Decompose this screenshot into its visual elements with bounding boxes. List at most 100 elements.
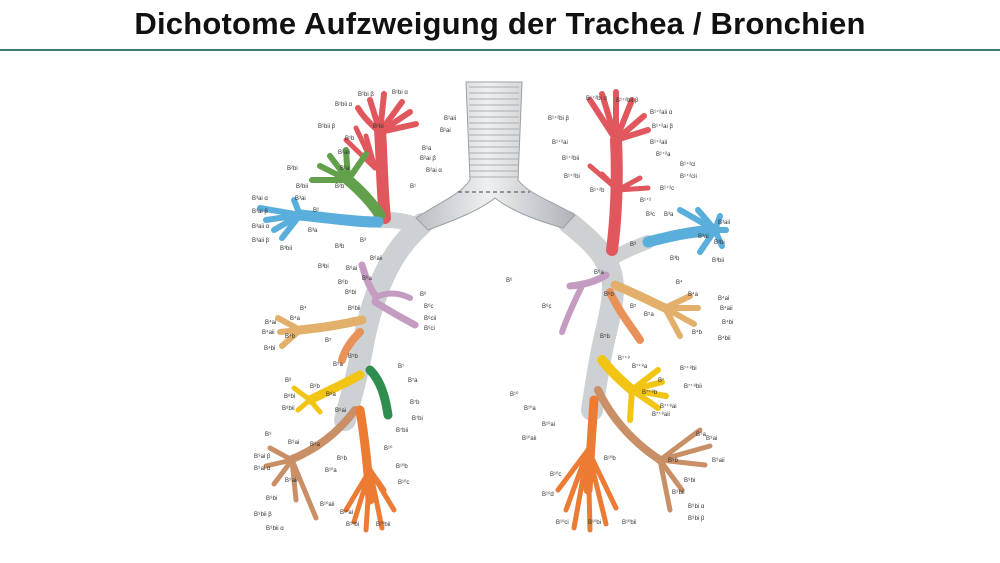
right-B10-branch-5 xyxy=(367,467,387,493)
left-B3-trunk xyxy=(642,224,721,248)
slide-title: Dichotome Aufzweigung der Trachea / Bron… xyxy=(134,6,866,41)
branch-label-l38: B⁷⁺⁸ xyxy=(618,355,630,362)
branch-label-r61: B⁹a xyxy=(310,441,321,448)
branch-label-l25: B⁶ xyxy=(506,277,513,284)
branch-label-r29: B⁶aii xyxy=(370,255,382,262)
branch-label-l39: B⁷⁺⁸a xyxy=(632,363,648,370)
branch-label-l40: B⁷⁺⁸bi xyxy=(680,365,697,372)
branch-label-l20: B³ xyxy=(630,242,636,248)
left-B9-trunk xyxy=(594,386,664,464)
branch-label-r6: B¹aii xyxy=(444,116,456,122)
branch-label-r41: B⁴ai xyxy=(265,319,276,326)
branch-label-r45: B⁵ xyxy=(325,337,332,344)
branch-label-l7: B¹⁺²aii xyxy=(650,139,667,146)
branch-label-r63: B⁹b xyxy=(337,455,348,462)
title-divider xyxy=(0,49,1000,51)
branch-label-l34: B⁵a xyxy=(644,311,654,318)
branch-label-l14: B¹⁺²b xyxy=(590,187,605,194)
branch-label-l59: B⁹bi α xyxy=(688,503,705,510)
branch-label-r8: B¹b xyxy=(345,136,355,142)
branch-label-r55: B⁷b xyxy=(410,399,420,406)
branch-label-l28: B⁴ xyxy=(676,279,683,286)
right-B9-branch-4 xyxy=(289,457,319,521)
right-B1-trunk xyxy=(374,124,391,224)
branch-label-r9: B¹a xyxy=(422,146,432,152)
right-B3-branch-4 xyxy=(279,212,303,241)
branch-label-l49: B¹⁰ai xyxy=(542,421,555,428)
branch-label-r27: B³ xyxy=(360,238,366,244)
branch-label-l19: B³ai xyxy=(698,234,709,240)
branch-label-r36: B⁶c xyxy=(424,303,433,310)
branch-label-r25: B³bii xyxy=(280,246,292,252)
branch-label-r20: B² xyxy=(313,208,319,214)
right-B6b xyxy=(372,290,413,301)
branch-label-l52: B¹⁰b xyxy=(604,455,616,462)
branch-label-r2: B¹bi β xyxy=(358,92,374,98)
trachea xyxy=(415,81,576,231)
branch-label-r28: B³bi xyxy=(318,264,329,270)
branch-label-r38: B⁶cii xyxy=(424,315,436,322)
branch-label-l24: B⁶a xyxy=(594,269,604,276)
branch-label-l45: B⁷⁺⁸ai xyxy=(660,403,677,410)
right-B2-trunk xyxy=(342,174,386,221)
branch-label-r50: B⁸ xyxy=(285,377,292,384)
branch-label-r57: B⁸ai xyxy=(335,407,346,414)
branch-label-r69: B⁹bi xyxy=(266,495,277,502)
branch-label-l61: B¹⁰ci xyxy=(556,519,569,526)
branch-label-r33: B⁶bi xyxy=(345,289,356,296)
right-B8 xyxy=(305,370,365,405)
branch-label-r40: B⁴a xyxy=(290,315,301,322)
branch-label-r54: B⁸bii xyxy=(282,405,295,412)
branch-label-r21: B³ai β xyxy=(252,209,268,215)
right-B1b-branch-2 xyxy=(363,133,378,171)
branch-label-r19: B³ai xyxy=(295,196,306,202)
airway-branches xyxy=(257,89,729,533)
branch-label-r37: B⁶ci xyxy=(424,325,435,332)
right-B8-branch-2 xyxy=(307,397,323,415)
branch-label-l53: B⁹b xyxy=(668,457,679,464)
branch-label-r70: B¹⁰c xyxy=(398,479,409,486)
branch-label-r12: B²ai α xyxy=(426,168,442,174)
left-B9-branch-4 xyxy=(657,457,673,513)
branch-label-r56: B⁷bi xyxy=(412,415,423,422)
right-main-bronchus xyxy=(334,213,433,431)
branch-label-l60: B⁹bi β xyxy=(688,515,705,522)
branch-label-r13: B²bi xyxy=(287,166,298,172)
branch-label-l6: B¹⁺²ai xyxy=(552,139,568,146)
branch-label-l18: B³aii xyxy=(718,220,730,226)
branch-label-r46: B⁵b xyxy=(348,353,358,360)
branch-label-l1: B¹⁺²bi α xyxy=(586,95,608,102)
branch-label-r39: B⁴ xyxy=(300,305,307,312)
branch-label-l2: B¹⁺²bii β xyxy=(616,97,639,104)
branch-label-l16: B³c xyxy=(646,212,655,218)
branch-label-l33: B⁴bi xyxy=(722,319,733,326)
branch-label-l17: B³a xyxy=(664,212,674,218)
branch-label-r17: B²b xyxy=(335,184,345,190)
branch-label-r10: B²aii xyxy=(338,150,350,156)
right-B1-branch-5 xyxy=(377,121,419,135)
branch-label-l47: B⁷⁺⁸aii xyxy=(652,411,670,418)
left-B9-branch-2 xyxy=(657,457,708,468)
branch-label-r24: B³aii β xyxy=(252,238,270,244)
branch-label-r5: B¹bi xyxy=(373,124,384,130)
branch-label-r32: B⁶b xyxy=(338,279,348,286)
branch-label-r62: B⁹ai β xyxy=(254,453,271,460)
branch-label-l42: B⁷⁺⁸bii xyxy=(684,383,702,390)
branch-label-l26: B⁶b xyxy=(604,291,614,298)
right-B7 xyxy=(365,365,393,420)
branch-label-r16: B²bii xyxy=(296,184,308,190)
right-B4-trunk xyxy=(295,315,367,335)
branch-label-l44: B⁷⁺⁸b xyxy=(642,389,658,396)
left-B1+2-branch-5 xyxy=(613,127,651,143)
branch-label-r60: B⁹ai xyxy=(288,439,299,446)
branch-label-l57: B⁹bii xyxy=(672,489,685,496)
branch-label-r4: B¹bii β xyxy=(318,124,336,130)
branch-label-r22: B³aii α xyxy=(252,224,270,230)
right-B2-branch-3 xyxy=(345,151,369,183)
branch-label-r23: B³a xyxy=(308,228,318,234)
branch-label-r31: B⁶a xyxy=(362,275,372,282)
right-B8-branch-0 xyxy=(291,385,313,403)
branch-label-l13: B¹⁺²c xyxy=(660,185,674,192)
